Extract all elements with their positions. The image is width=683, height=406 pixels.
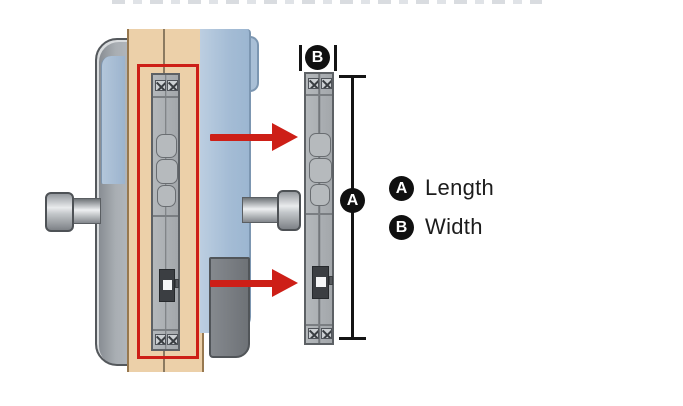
width-symbol-badge: B [389, 214, 414, 240]
faceplate-groove [164, 75, 167, 349]
length-marker: A [340, 188, 365, 213]
width-marker: B [305, 45, 330, 70]
isolated-faceplate [304, 72, 334, 345]
cylinder-cutout [157, 185, 176, 207]
width-dimension-tick [299, 45, 302, 71]
width-label: Width [425, 214, 483, 239]
screw-icon [155, 334, 166, 345]
spindle-cutout [309, 158, 332, 183]
left-knob-head [45, 192, 74, 232]
screw-icon [155, 80, 166, 91]
length-symbol-badge: A [389, 175, 414, 201]
latch-housing [209, 257, 250, 358]
highlight-rectangle [137, 64, 199, 359]
outer-handle-plate-panel [101, 56, 125, 184]
faceplate-seam [306, 94, 332, 96]
legend-item-length: A Length [389, 175, 494, 201]
arrow-icon [210, 280, 274, 287]
screw-icon [321, 328, 332, 339]
faceplate-groove [318, 74, 320, 343]
deadbolt-slot [159, 269, 175, 302]
length-label: Length [425, 175, 495, 200]
length-dimension-cap [339, 337, 366, 340]
faceplate-seam [153, 215, 178, 217]
faceplate-seam [306, 324, 332, 326]
screw-icon [308, 78, 319, 89]
legend-item-width: B Width [389, 214, 483, 240]
spindle-cutout [156, 159, 178, 184]
deadbolt-tab [329, 276, 333, 285]
deadbolt-slot [312, 266, 329, 299]
spindle-cutout [156, 134, 177, 158]
faceplate-seam [153, 329, 178, 331]
arrow-icon [210, 134, 274, 141]
screw-icon [308, 328, 319, 339]
deadbolt-tab [175, 279, 179, 288]
faceplate-seam [153, 96, 178, 98]
cropped-text-remnant [112, 0, 542, 4]
right-knob-head [277, 190, 301, 231]
length-dimension-cap [339, 75, 366, 78]
spindle-cutout [309, 133, 331, 157]
screw-icon [167, 80, 178, 91]
screw-icon [321, 78, 332, 89]
faceplate-seam [306, 213, 332, 215]
screw-icon [167, 334, 178, 345]
arrow-icon [272, 269, 298, 297]
deadbolt [316, 277, 326, 287]
cylinder-cutout [310, 184, 330, 206]
arrow-icon [272, 123, 298, 151]
door-faceplate [151, 73, 180, 351]
deadbolt [163, 280, 172, 290]
width-dimension-tick [334, 45, 337, 71]
right-knob-shaft [242, 197, 282, 223]
